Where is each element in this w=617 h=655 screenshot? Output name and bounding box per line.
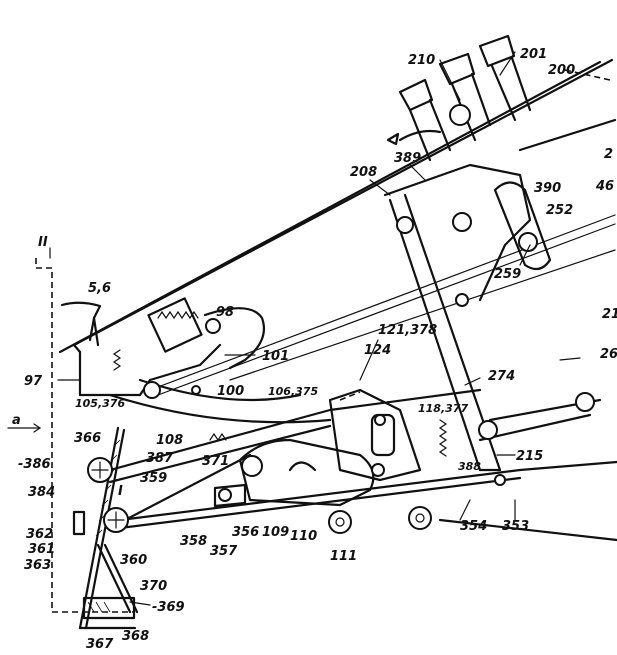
callout-label: 259 — [494, 267, 521, 282]
lever-371 — [108, 388, 482, 522]
callout-label: 124 — [364, 343, 391, 358]
callout-label: 371 — [202, 454, 229, 469]
callout-label: 208 — [350, 165, 377, 180]
callout-label: 111 — [330, 549, 357, 564]
key-stems — [386, 34, 617, 162]
callout-label: 100 — [217, 384, 244, 399]
callout-label: 390 — [534, 181, 561, 196]
callout-label: 201 — [520, 47, 547, 62]
callout-label: 354 — [460, 519, 487, 534]
callout-label: 356 — [232, 525, 259, 540]
callout-label: 359 — [140, 471, 167, 486]
callout-label: 361 — [28, 542, 55, 557]
callout-label: 387 — [146, 451, 174, 466]
linkage-110 — [213, 438, 432, 534]
callout-label: 252 — [546, 203, 573, 218]
callout-label: 121,378 — [378, 323, 437, 338]
callout-label: 353 — [502, 519, 529, 534]
callout-label: 366 — [74, 431, 101, 446]
callout-label: 215 — [516, 449, 543, 464]
callout-label: II — [38, 235, 48, 250]
curved-lever-106 — [108, 378, 332, 424]
callout-label: 46 — [595, 179, 614, 194]
callout-label: 357 — [210, 544, 238, 559]
callout-label: 384 — [28, 485, 55, 500]
callout-label: 200 — [548, 63, 575, 78]
latch-assembly — [328, 388, 448, 482]
callout-label: 389 — [394, 151, 421, 166]
callout-label: 97 — [24, 374, 43, 389]
callout-label: a — [12, 413, 21, 428]
callout-label: 388 — [458, 460, 481, 473]
leader-lines — [57, 51, 531, 606]
callout-label: 210 — [408, 53, 435, 68]
arrows — [7, 247, 581, 433]
callout-label: 26 — [600, 347, 617, 362]
callout-label: 2 — [604, 147, 613, 162]
callout-label: 362 — [26, 527, 53, 542]
callout-label: 105,376 — [75, 397, 125, 410]
callout-label: 108 — [156, 433, 183, 448]
callout-label: 110 — [290, 529, 317, 544]
callout-label: 118,377 — [418, 402, 468, 415]
callout-label: I — [118, 484, 123, 499]
callout-label: 358 — [180, 534, 207, 549]
callout-label: -386 — [18, 457, 51, 472]
callout-label: 360 — [120, 553, 147, 568]
callout-label: 368 — [122, 629, 149, 644]
upper-plate-208 — [383, 163, 552, 307]
sloped-housing — [58, 58, 616, 399]
callout-label: 109 — [262, 525, 289, 540]
callout-label: 106,375 — [268, 385, 318, 398]
front-panel — [72, 426, 139, 630]
callout-labels: II 5,6 98 97 101 100 105,376 106,375 a 3… — [12, 47, 617, 652]
callout-label: 367 — [86, 637, 114, 652]
callout-label: 370 — [140, 579, 167, 594]
callout-label: 5,6 — [88, 281, 111, 296]
vertical-link-274 — [388, 193, 602, 486]
callout-label: 21 — [602, 307, 617, 322]
spring-98 — [112, 297, 266, 371]
callout-label: -369 — [152, 600, 185, 615]
callout-label: 98 — [216, 305, 234, 320]
callout-label: 363 — [24, 558, 51, 573]
callout-label: 274 — [488, 369, 515, 384]
dashed-enclosure — [35, 258, 361, 613]
callout-label: 101 — [262, 349, 289, 364]
